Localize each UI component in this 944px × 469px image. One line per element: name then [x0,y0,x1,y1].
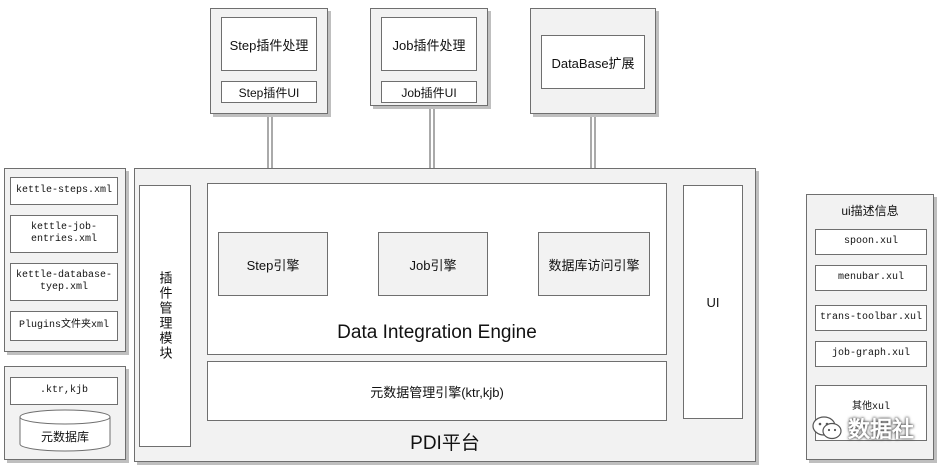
job-plugin-ui: Job插件UI [381,81,477,103]
ui-description-panel: ui描述信息 spoon.xul menubar.xul trans-toolb… [806,194,934,460]
file-plugins-folder: Plugins文件夹xml [10,311,118,341]
pdi-platform: 插件管理模块 Step引擎 Job引擎 数据库访问引擎 Data Integra… [134,168,756,462]
metadata-files-panel: .ktr,kjb 元数据库 [4,366,126,460]
step-plugin-processing: Step插件处理 [221,17,317,71]
ui-module: UI [683,185,743,419]
step-plugin-ui: Step插件UI [221,81,317,103]
job-engine: Job引擎 [378,232,488,296]
metadata-db-icon [19,409,111,452]
file-job-graph-xul: job-graph.xul [815,341,927,367]
metadata-db-label: 元数据库 [40,429,89,444]
wechat-icon [812,416,842,440]
metadata-management-engine: 元数据管理引擎(ktr,kjb) [207,361,667,421]
data-integration-engine-label: Data Integration Engine [337,322,537,343]
step-plugin-module: Step插件处理 Step插件UI [210,8,328,114]
database-extension-module: DataBase扩展 [530,8,656,114]
file-spoon-xul: spoon.xul [815,229,927,255]
plugin-manager-module: 插件管理模块 [139,185,191,447]
file-menubar-xul: menubar.xul [815,265,927,291]
file-kettle-database-type: kettle-database- tyep.xml [10,263,118,301]
job-plugin-module: Job插件处理 Job插件UI [370,8,488,106]
file-kettle-job-entries: kettle-job- entries.xml [10,215,118,253]
watermark: 数据社 [812,412,914,444]
pdi-platform-label: PDI平台 [410,432,480,454]
job-plugin-processing: Job插件处理 [381,17,477,71]
watermark-text: 数据社 [848,417,915,442]
ui-description-title: ui描述信息 [841,203,899,218]
file-trans-toolbar-xul: trans-toolbar.xul [815,305,927,331]
file-kettle-steps: kettle-steps.xml [10,177,118,205]
file-ktr-kjb: .ktr,kjb [10,377,118,405]
database-access-engine: 数据库访问引擎 [538,232,650,296]
plugin-config-files-panel: kettle-steps.xml kettle-job- entries.xml… [4,168,126,352]
step-engine: Step引擎 [218,232,328,296]
data-integration-engine: Step引擎 Job引擎 数据库访问引擎 Data Integration En… [207,183,667,355]
database-extension: DataBase扩展 [541,35,645,89]
